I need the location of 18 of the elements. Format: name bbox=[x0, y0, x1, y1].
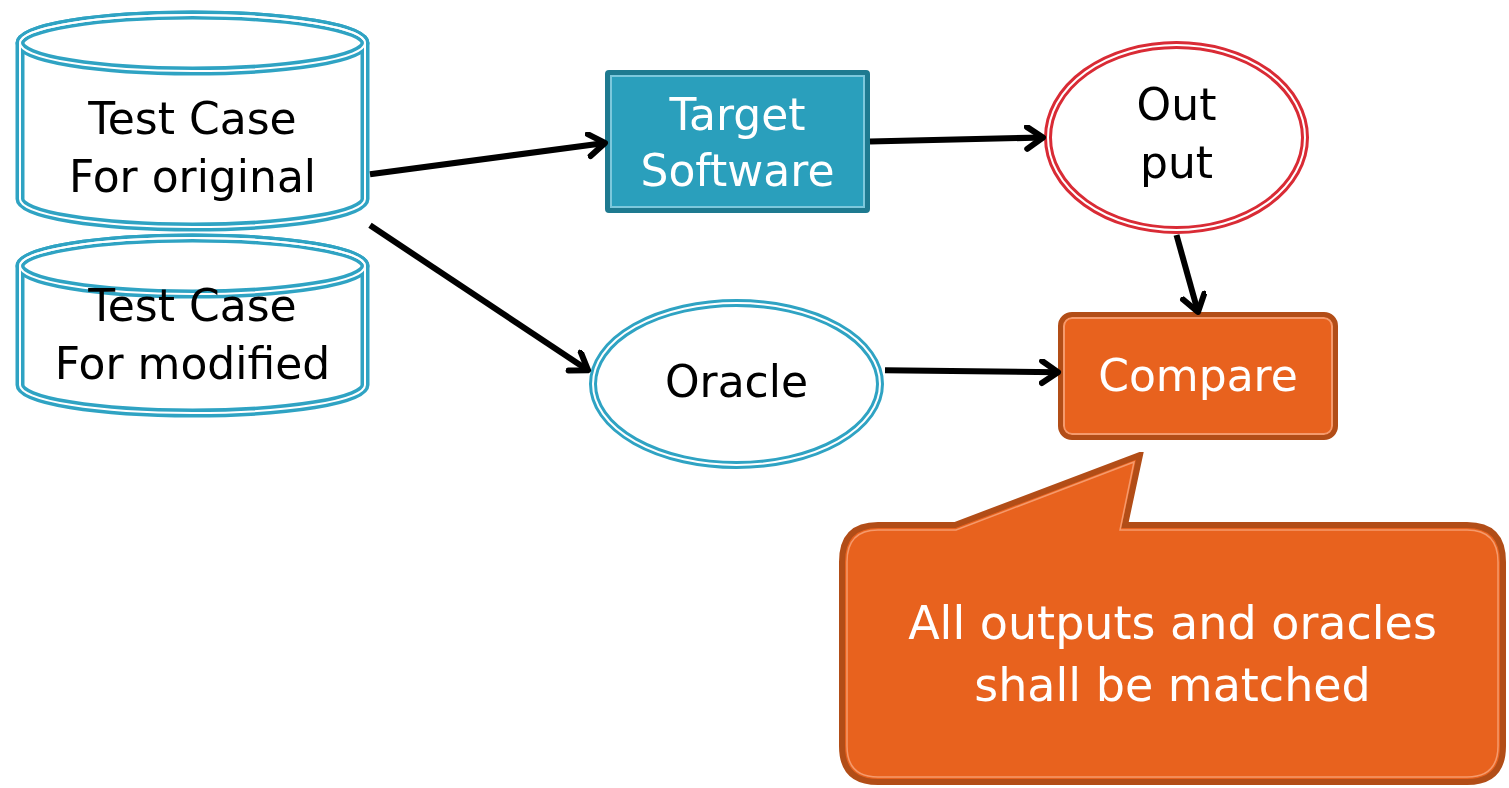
output-ellipse bbox=[1043, 40, 1310, 235]
node-label: Out put bbox=[1135, 78, 1218, 190]
oracle-ellipse bbox=[588, 298, 885, 470]
arrow bbox=[369, 131, 608, 178]
process-box bbox=[605, 70, 870, 213]
arrow bbox=[884, 358, 1061, 386]
speech-callout bbox=[838, 452, 1507, 786]
node-label: Compare bbox=[1098, 349, 1298, 403]
arrow bbox=[869, 123, 1046, 152]
arrow bbox=[368, 222, 591, 374]
database-cylinder bbox=[15, 10, 370, 232]
database-cylinder bbox=[15, 233, 370, 418]
compare-box bbox=[1058, 312, 1338, 440]
node-label: Test Case For original bbox=[67, 92, 318, 204]
node-label: Target Software bbox=[639, 88, 836, 198]
node-label: All outputs and oracles shall be matched bbox=[907, 595, 1438, 714]
arrow bbox=[1173, 234, 1208, 315]
node-label: Oracle bbox=[664, 355, 809, 409]
